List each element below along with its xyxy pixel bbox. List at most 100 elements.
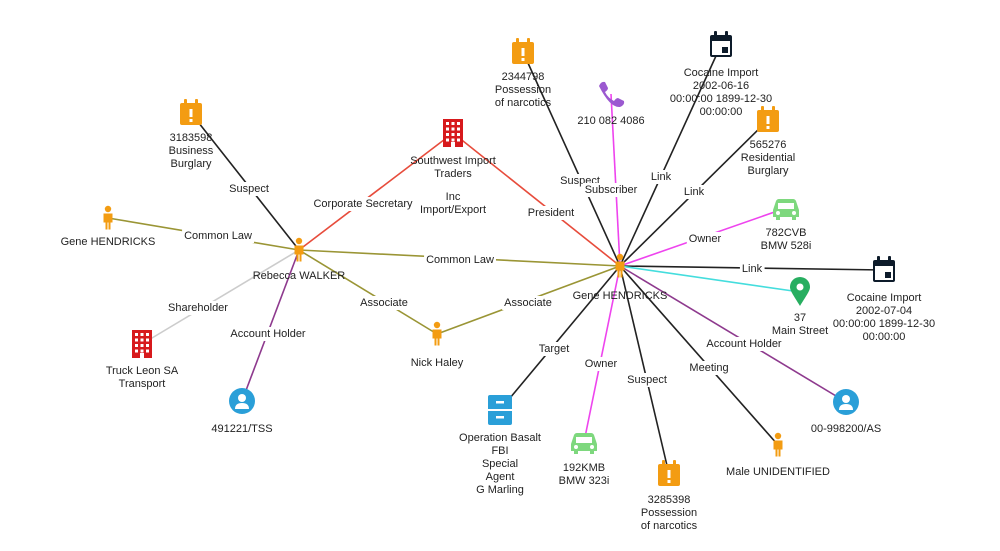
node-label-line: Residential [741,152,795,164]
edge-label-e4: Common Law [424,253,496,267]
edge-label-e1: Common Law [182,229,254,243]
node-male_unid[interactable]: Male UNIDENTIFIED [726,432,830,478]
calendar-icon[interactable] [710,31,732,57]
phone-icon[interactable] [599,81,625,108]
person-icon[interactable] [615,253,625,278]
edge-rebecca-truckleon[interactable] [141,249,300,345]
person-icon-head [104,205,112,213]
edge-gene_main-basalt[interactable] [499,265,621,411]
car-light [792,211,796,215]
building-icon[interactable] [443,119,463,147]
node-label-line: Possession [641,507,697,519]
account-icon[interactable] [229,388,255,414]
building-window [146,344,149,347]
edge-label-e7: Associate [358,296,410,310]
person-icon[interactable] [294,237,304,262]
node-label-line: 491221/TSS [211,423,272,435]
edge-label-bg [536,342,572,356]
edge-gene_main-male_unid[interactable] [619,265,779,446]
edge-label-text: Meeting [689,362,728,374]
person-icon[interactable] [103,205,113,230]
nodes-layer: Rebecca WALKER Gene HENDRICKS Gene HENDRIC… [61,31,935,532]
car-icon[interactable] [571,433,597,454]
edge-narcotics1-gene_main[interactable] [522,51,621,267]
car-icon[interactable] [773,199,799,220]
node-label-line: 00:00:00 [863,331,906,343]
account-icon[interactable] [833,389,859,415]
node-rebecca[interactable]: Rebecca WALKER [253,237,346,282]
account-shoulders [839,404,853,410]
node-label-line: Transport [119,378,166,390]
map-pin-icon[interactable] [790,277,810,306]
edge-label-e6: Account Holder [228,327,308,341]
edge-burglary1-rebecca[interactable] [190,112,300,251]
edge-southwest-gene_main[interactable] [452,132,621,267]
alert-calendar-icon[interactable] [512,38,534,64]
calendar-ring [888,256,891,262]
edge-label-text: Owner [585,358,618,370]
node-phone[interactable]: 210 082 4086 [577,81,645,127]
alert-mark [521,48,525,56]
pin-body [790,277,810,306]
edge-gene_main-narcotics2[interactable] [619,265,670,475]
calendar-icon[interactable] [873,256,895,282]
file-cabinet-icon[interactable] [488,395,512,425]
calendar-ring [195,99,198,105]
edge-label-bg [582,183,640,197]
edge-label-bg [228,327,308,341]
person-icon[interactable] [432,321,442,346]
alert-calendar-icon[interactable] [180,99,202,125]
node-label-line: FBI [491,445,508,457]
node-label-line: 782CVB [766,227,807,239]
building-window [446,138,449,142]
edge-label-text: Account Holder [706,338,782,350]
building-icon[interactable] [132,330,152,358]
node-acct2[interactable]: 00-998200/AS [811,389,881,435]
node-gene_left[interactable]: Gene HENDRICKS [61,205,156,248]
node-label-line: Cocaine Import [847,292,922,304]
node-label-line: Main Street [772,325,828,337]
node-gene_main[interactable]: Gene HENDRICKS [573,253,668,302]
node-label-line: 2344798 [502,71,545,83]
edge-label-bg [182,229,254,243]
edge-label-e3: Corporate Secretary [311,197,416,211]
edge-label-text: Shareholder [168,302,228,314]
edge-gene_main-car2[interactable] [583,265,621,443]
node-label-line: Male UNIDENTIFIED [726,466,830,478]
node-label-line: Business [169,145,214,157]
edge-label-bg [686,232,724,246]
edge-rebecca-acct1[interactable] [241,249,300,402]
account-head [238,394,246,402]
edge-cocaine1-gene_main[interactable] [619,44,722,267]
node-acct1[interactable]: 491221/TSS [211,388,273,435]
edge-label-e21: Target [536,342,572,356]
edge-gene_main-acct2[interactable] [619,265,847,403]
edge-label-text: Link [684,186,705,198]
edge-gene_main-mainst[interactable] [619,265,801,293]
alert-calendar-icon[interactable] [658,460,680,486]
alert-calendar-icon[interactable] [757,106,779,132]
node-nick[interactable]: Nick Haley [411,321,464,369]
edge-rebecca-nick[interactable] [298,249,438,335]
edge-label-e11: Subscriber [582,183,640,197]
building-window [451,133,455,136]
edge-phone-gene_main[interactable] [610,93,621,267]
alert-dot [189,119,193,122]
alert-mark [189,109,193,117]
edge-southwest-rebecca[interactable] [298,132,454,251]
person-icon[interactable] [773,432,783,457]
building-door [451,142,455,147]
